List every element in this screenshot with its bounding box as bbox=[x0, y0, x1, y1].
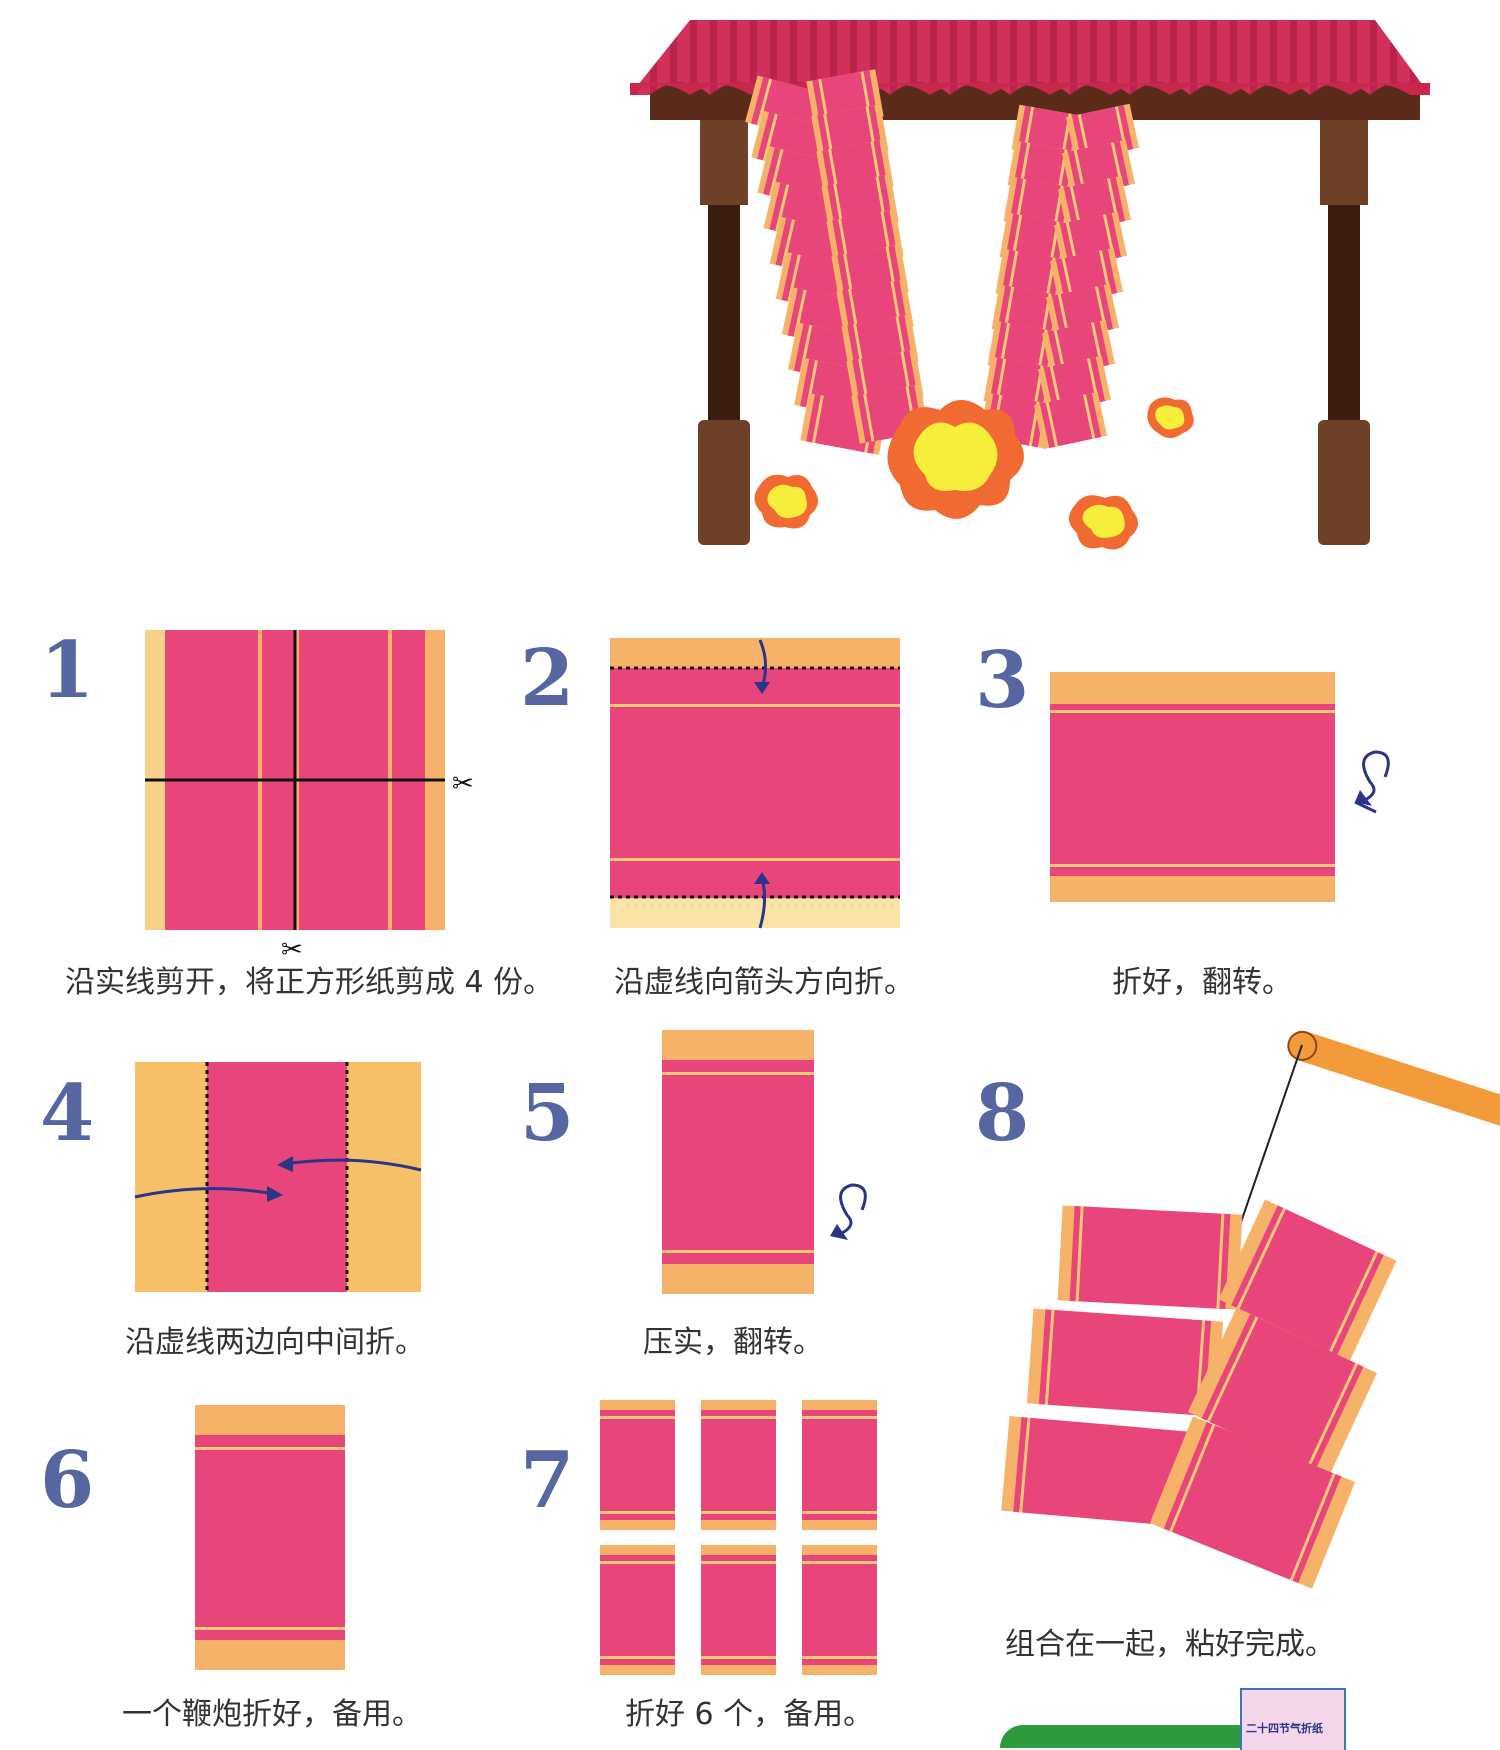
firecracker-assembled bbox=[1026, 1308, 1224, 1417]
step-8-caption: 组合在一起，粘好完成。 bbox=[1005, 1627, 1335, 1662]
step-7-caption: 折好 6 个，备用。 bbox=[625, 1697, 874, 1732]
step-3-folded-paper bbox=[1050, 672, 1390, 902]
step-2-paper-fold bbox=[610, 638, 900, 929]
step-2-number: 2 bbox=[520, 633, 575, 724]
firecracker-small bbox=[802, 1545, 877, 1675]
step-6-firecracker bbox=[195, 1405, 345, 1670]
green-badge bbox=[1000, 1725, 1240, 1748]
step-8-number: 8 bbox=[975, 1068, 1030, 1159]
svg-text:✂: ✂ bbox=[281, 935, 303, 965]
firecracker-small bbox=[701, 1545, 776, 1675]
firecracker-assembled bbox=[1218, 1199, 1397, 1361]
firecracker-small bbox=[701, 1400, 776, 1530]
step-4-paper-fold bbox=[134, 1062, 422, 1292]
step-2-caption: 沿虚线向箭头方向折。 bbox=[614, 965, 914, 1000]
step-5-number: 5 bbox=[520, 1068, 575, 1159]
firecracker-small bbox=[802, 1400, 877, 1530]
firecracker-right-b bbox=[1034, 391, 1107, 450]
step-4-number: 4 bbox=[40, 1068, 95, 1159]
pavilion-illustration bbox=[630, 20, 1430, 550]
book-title: 二十四节气折纸 bbox=[1246, 1722, 1323, 1735]
svg-text:✂: ✂ bbox=[452, 769, 474, 799]
step-5-paper bbox=[662, 1030, 867, 1294]
step-6-number: 6 bbox=[40, 1435, 95, 1526]
firecracker-assembled bbox=[1057, 1205, 1243, 1310]
step-3-number: 3 bbox=[975, 635, 1030, 726]
firecracker-small bbox=[600, 1400, 675, 1530]
firecracker-small bbox=[600, 1545, 675, 1675]
step-4-caption: 沿虚线两边向中间折。 bbox=[125, 1325, 425, 1360]
step-7-six-firecrackers bbox=[600, 1400, 877, 1675]
book-cover-thumbnail: 二十四节气折纸 bbox=[1240, 1688, 1346, 1750]
step-8-assembled-firecracker bbox=[1001, 1030, 1500, 1589]
step-1-paper-square: ✂ ✂ bbox=[145, 630, 474, 965]
explosion-icon bbox=[754, 397, 1194, 550]
step-7-number: 7 bbox=[520, 1435, 575, 1526]
firecracker-assembled bbox=[1187, 1307, 1378, 1478]
step-6-caption: 一个鞭炮折好，备用。 bbox=[122, 1697, 422, 1732]
step-1-number: 1 bbox=[40, 625, 95, 716]
step-1-caption: 沿实线剪开，将正方形纸剪成 4 份。 bbox=[65, 965, 554, 1000]
step-5-caption: 压实，翻转。 bbox=[643, 1325, 823, 1360]
step-3-caption: 折好，翻转。 bbox=[1112, 965, 1292, 1000]
firecracker-assembled bbox=[1149, 1416, 1356, 1589]
